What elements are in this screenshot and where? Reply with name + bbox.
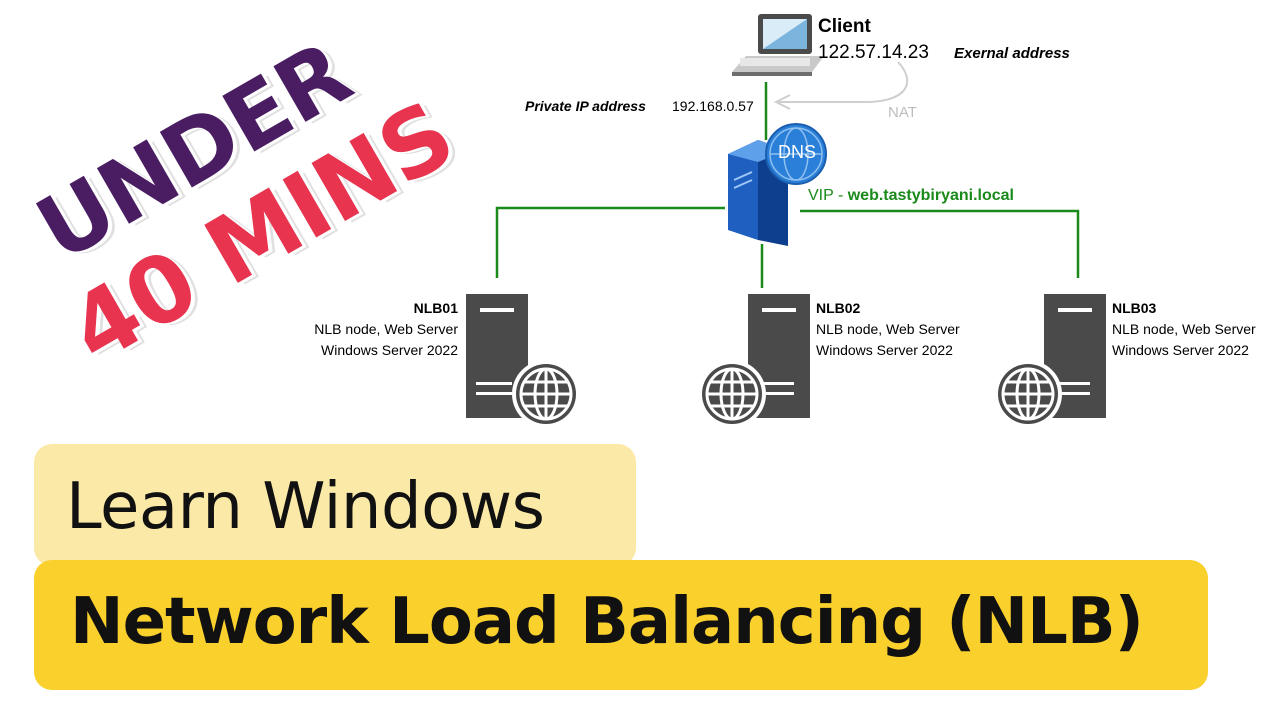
nat-arrow	[773, 61, 909, 110]
link-nlb01	[495, 206, 725, 278]
node-os: Windows Server 2022	[816, 342, 953, 358]
node-role: NLB node, Web Server	[314, 321, 458, 337]
private-ip-label: Private IP address	[525, 98, 646, 114]
node-name: NLB01	[413, 300, 458, 316]
client-external-ip: 122.57.14.23	[818, 42, 929, 63]
title-banner	[34, 560, 1208, 690]
nat-label: NAT	[888, 104, 917, 121]
node-role: NLB node, Web Server	[816, 321, 960, 337]
laptop-icon	[732, 14, 824, 76]
node-name: NLB02	[816, 300, 861, 316]
client-external-label: Exernal address	[954, 45, 1070, 62]
server-icon-nlb01	[466, 294, 580, 428]
private-ip-value: 192.168.0.57	[672, 98, 754, 114]
server-icon-nlb03	[994, 294, 1106, 428]
node-label-nlb03: NLB03 NLB node, Web Server Windows Serve…	[1112, 298, 1256, 361]
vip-label: VIP - web.tastybiryani.local	[808, 187, 1014, 205]
vip-host: web.tastybiryani.local	[847, 187, 1014, 204]
node-role: NLB node, Web Server	[1112, 321, 1256, 337]
node-os: Windows Server 2022	[1112, 342, 1249, 358]
title-text: Network Load Balancing (NLB)	[70, 585, 1144, 659]
link-nlb03	[800, 209, 1080, 278]
node-label-nlb01: NLB01 NLB node, Web Server Windows Serve…	[314, 298, 458, 361]
subtitle-text: Learn Windows	[66, 470, 545, 544]
dns-label: DNS	[778, 142, 817, 162]
globe-icon	[765, 123, 827, 185]
server-icon-nlb02	[698, 294, 810, 428]
vip-prefix: VIP -	[808, 187, 848, 204]
node-label-nlb02: NLB02 NLB node, Web Server Windows Serve…	[816, 298, 960, 361]
node-name: NLB03	[1112, 300, 1157, 316]
client-title: Client	[818, 16, 871, 37]
subtitle-banner	[34, 444, 636, 566]
network-links	[495, 82, 1080, 288]
node-os: Windows Server 2022	[321, 342, 458, 358]
